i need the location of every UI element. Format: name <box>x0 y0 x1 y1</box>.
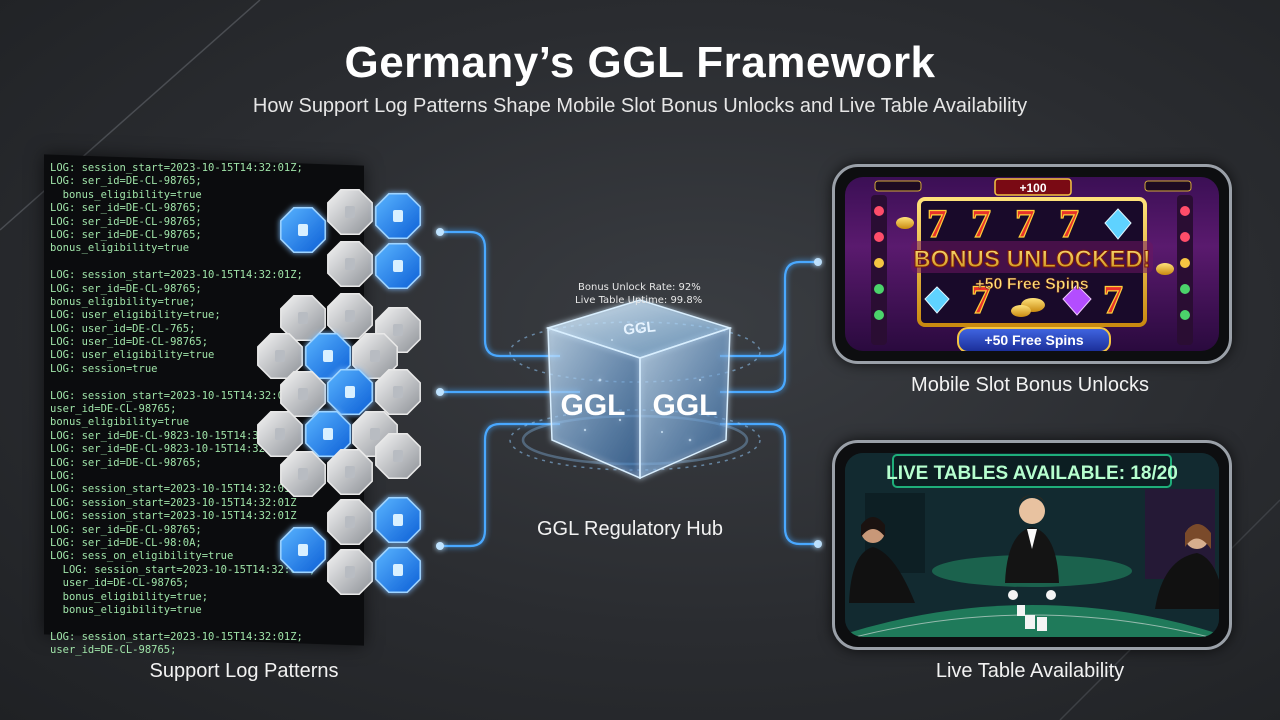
log-line <box>50 376 350 389</box>
log-line: LOG: sess_on_eligibility=true <box>50 550 234 563</box>
svg-text:7: 7 <box>927 201 947 246</box>
log-line: bonus_eligibility=true <box>50 416 190 429</box>
log-line: LOG: ser_id=DE-CL-98765; <box>50 282 202 295</box>
log-line: LOG: session_start=2023-10-15T14:32:01Z <box>50 483 297 496</box>
svg-text:7: 7 <box>971 277 991 322</box>
svg-text:7: 7 <box>1059 201 1079 246</box>
live-table-screen: LIVE TABLES AVAILABLE: 18/20 <box>845 453 1219 637</box>
log-line: LOG: ser_id=DE-CL-9823-10-15T14:32:01Z; <box>50 429 297 442</box>
log-line: user_id=DE-CL-98765; <box>50 644 177 657</box>
log-line: LOG: session_start=2023-10-15T14:32:01Z <box>50 496 297 509</box>
log-line: LOG: ser_id=DE-CL-98765; <box>50 523 202 536</box>
log-panel-label: Support Log Patterns <box>149 660 339 682</box>
free-spins-text: +50 Free Spins <box>975 276 1088 293</box>
log-line: LOG: ser_id=DE-CL-98765; <box>50 456 202 469</box>
log-line: LOG: user_eligibility=true; <box>50 309 221 322</box>
slot-jackpot-text: +100 <box>1019 181 1046 195</box>
support-log-lines: LOG: session_start=2023-10-15T14:32:01Z;… <box>50 162 350 657</box>
log-line: LOG: user_id=DE-CL-98765; <box>50 336 209 349</box>
log-line: bonus_eligibility=true <box>50 188 202 201</box>
bonus-unlocked-banner: BONUS UNLOCKED! <box>913 246 1150 273</box>
free-spins-button[interactable]: +50 Free Spins <box>957 327 1111 351</box>
log-line <box>50 256 350 269</box>
log-line: LOG: <box>50 469 76 482</box>
live-tables-banner: LIVE TABLES AVAILABLE: 18/20 <box>886 463 1178 484</box>
log-line: LOG: session_start=2023-10-15T14:32:01Z; <box>50 630 303 643</box>
page-subtitle: How Support Log Patterns Shape Mobile Sl… <box>252 95 1028 117</box>
diamond-icon <box>924 286 950 314</box>
log-line: LOG: session_start=2023-10-15T14:32:01Z; <box>50 563 316 576</box>
slot-side-lights <box>871 195 1193 345</box>
log-line: LOG: ser_id=DE-CL-98:0A; <box>50 536 202 549</box>
log-line: LOG: session_start=2023-10-15T14:32:01Z; <box>50 269 303 282</box>
playing-cards <box>1017 605 1047 631</box>
log-line: LOG: session=true <box>50 362 158 375</box>
log-line: user_id=DE-CL-98765; <box>50 403 177 416</box>
player-left <box>849 517 915 603</box>
svg-text:7: 7 <box>1015 201 1035 246</box>
log-line <box>50 617 350 630</box>
svg-text:7: 7 <box>971 201 991 246</box>
log-line: LOG: user_id=DE-CL-765; <box>50 322 196 335</box>
log-line: LOG: session_start=2023-10-15T14:32:01Z <box>50 389 297 402</box>
live-table-label: Live Table Availability <box>935 660 1125 682</box>
log-line: LOG: ser_id=DE-CL-98765; <box>50 215 202 228</box>
log-line: user_id=DE-CL-98765; <box>50 577 190 590</box>
log-line: bonus_eligibility=true <box>50 242 190 255</box>
log-line: LOG: ser_id=DE-CL-98765; <box>50 202 202 215</box>
hub-label: GGL Regulatory Hub <box>536 518 723 540</box>
page-title: Germany’s GGL Framework <box>344 38 936 87</box>
log-line: LOG: session_start=2023-10-15T14:32:01Z; <box>50 162 303 174</box>
slot-phone-label: Mobile Slot Bonus Unlocks <box>911 374 1149 396</box>
diamond-icon <box>1104 208 1132 240</box>
gem-icon <box>1062 284 1092 316</box>
log-line: bonus_eligibility=true; <box>50 590 209 603</box>
stat-bonus-unlock-rate: Bonus Unlock Rate: 92% <box>578 282 701 293</box>
svg-text:7: 7 <box>1103 277 1123 322</box>
log-line: LOG: session_start=2023-10-15T14:32:01Z <box>50 510 297 523</box>
coin-icons <box>896 217 1174 317</box>
live-table-graphic: LIVE TABLES AVAILABLE: 18/20 <box>845 453 1219 637</box>
player-right <box>1155 524 1219 609</box>
log-line: bonus_eligibility=true <box>50 603 202 616</box>
log-line: LOG: ser_id=DE-CL-9823-10-15T14:32:01Z; <box>50 443 297 456</box>
log-line: LOG: ser_id=DE-CL-98765; <box>50 175 202 188</box>
log-line: LOG: user_eligibility=true <box>50 349 215 362</box>
log-line: LOG: ser_id=DE-CL-98765; <box>50 228 202 241</box>
dealer-figure <box>1005 495 1059 600</box>
log-line: bonus_eligibility=true; <box>50 295 196 308</box>
stat-live-table-uptime: Live Table Uptime: 99.8% <box>575 295 703 306</box>
live-table-phone: LIVE TABLES AVAILABLE: 18/20 <box>832 440 1232 650</box>
